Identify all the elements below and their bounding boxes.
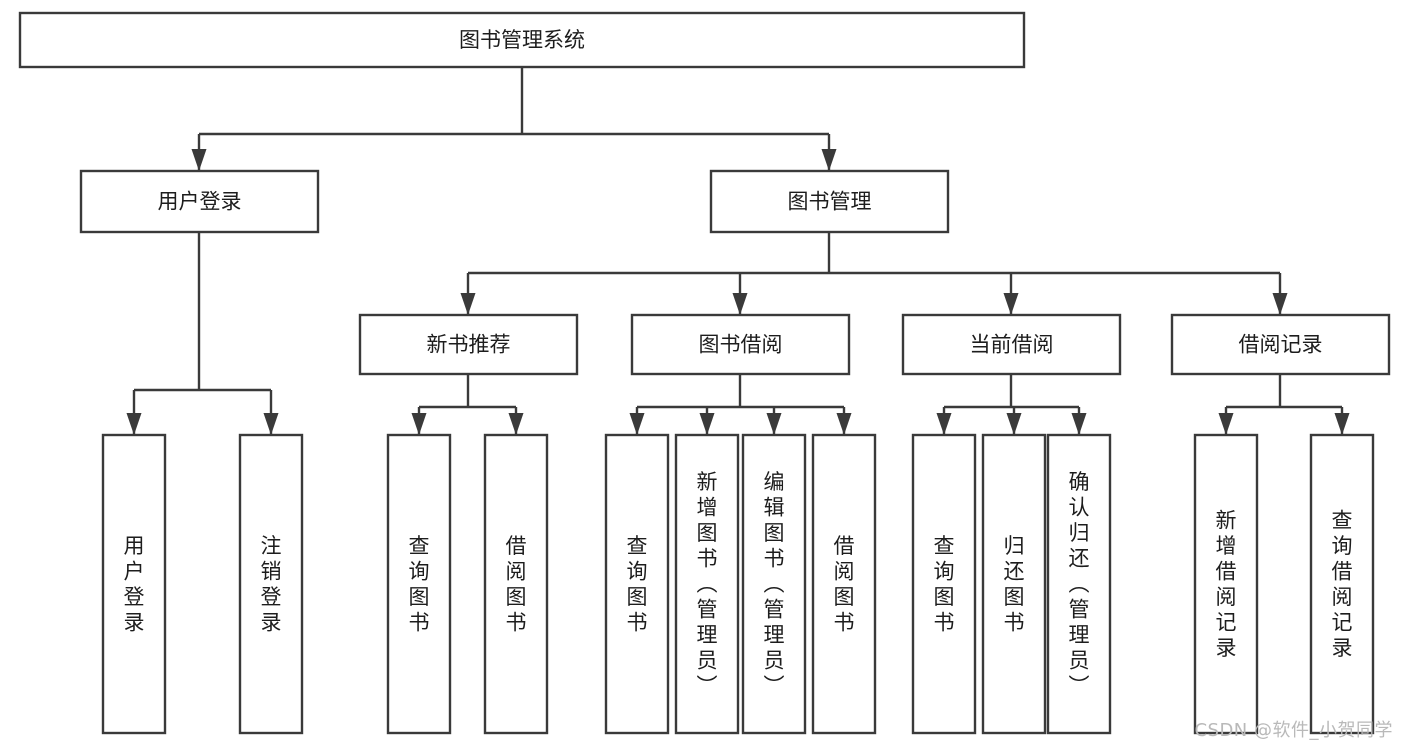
node-box[interactable]: [79, 169, 320, 234]
node-label: 当前借阅: [970, 333, 1054, 357]
arrow-head-icon: [821, 149, 837, 171]
arrow-head-icon: [1003, 293, 1019, 315]
node-label-vertical: 编辑图书︵管理员︶: [764, 470, 785, 698]
node-label: 图书借阅: [699, 333, 783, 357]
node-label: 用户登录: [158, 190, 242, 214]
arrow-head-icon: [936, 413, 952, 435]
arrow-head-icon: [1006, 413, 1022, 435]
arrow-head-icon: [1272, 293, 1288, 315]
node-label-vertical: 查询图书: [934, 534, 955, 635]
arrow-head-icon: [629, 413, 645, 435]
node-box[interactable]: [1309, 433, 1375, 735]
node-label-vertical: 借阅图书: [506, 534, 527, 635]
node-label: 借阅记录: [1239, 333, 1323, 357]
node-box[interactable]: [386, 433, 452, 735]
node-label-vertical: 新增图书︵管理员︶: [697, 470, 718, 698]
node-box[interactable]: [741, 433, 807, 735]
node-leaf-query-record[interactable]: 查询借阅记录: [1309, 433, 1375, 735]
arrow-head-icon: [1071, 413, 1087, 435]
node-box[interactable]: [901, 313, 1122, 376]
node-box[interactable]: [911, 433, 977, 735]
connector-currentborrow-to-leaves: [936, 374, 1087, 435]
node-user-login[interactable]: 用户登录: [79, 169, 320, 234]
arrow-head-icon: [460, 293, 476, 315]
node-label-vertical: 确认归还︵管理员︶: [1069, 470, 1090, 698]
arrow-head-icon: [126, 413, 142, 435]
arrow-head-icon: [191, 149, 207, 171]
nodes-layer: 图书管理系统用户登录图书管理新书推荐图书借阅当前借阅借阅记录用户登录注销登录查询…: [18, 11, 1391, 735]
node-new-book-rec[interactable]: 新书推荐: [358, 313, 579, 376]
node-current-borrow[interactable]: 当前借阅: [901, 313, 1122, 376]
node-label-vertical: 查询图书: [627, 534, 648, 635]
node-leaf-return-book[interactable]: 归还图书: [981, 433, 1047, 735]
arrow-head-icon: [1334, 413, 1350, 435]
arrow-head-icon: [411, 413, 427, 435]
node-label-vertical: 查询图书: [409, 534, 430, 635]
arrow-head-icon: [699, 413, 715, 435]
node-box[interactable]: [238, 433, 304, 735]
node-borrow-record[interactable]: 借阅记录: [1170, 313, 1391, 376]
node-box[interactable]: [18, 11, 1026, 69]
node-box[interactable]: [604, 433, 670, 735]
node-root[interactable]: 图书管理系统: [18, 11, 1026, 69]
connector-borrowrecord-to-leaves: [1218, 374, 1350, 435]
node-box[interactable]: [483, 433, 549, 735]
arrow-head-icon: [263, 413, 279, 435]
arrow-head-icon: [1218, 413, 1234, 435]
connector-userlogin-to-leaves: [126, 232, 279, 435]
node-box[interactable]: [674, 433, 740, 735]
node-book-manage[interactable]: 图书管理: [709, 169, 950, 234]
node-leaf-query-book-rec[interactable]: 查询图书: [386, 433, 452, 735]
node-label-vertical: 查询借阅记录: [1332, 508, 1353, 660]
node-label-vertical: 用户登录: [124, 534, 145, 635]
node-label-vertical: 归还图书: [1004, 534, 1025, 635]
node-box[interactable]: [101, 433, 167, 735]
node-leaf-borrow-book-rec[interactable]: 借阅图书: [483, 433, 549, 735]
node-leaf-borrow-book-bw[interactable]: 借阅图书: [811, 433, 877, 735]
node-leaf-confirm-return[interactable]: 确认归还︵管理员︶: [1046, 433, 1112, 735]
node-leaf-edit-book[interactable]: 编辑图书︵管理员︶: [741, 433, 807, 735]
connectors-layer: [126, 67, 1350, 435]
node-leaf-add-book[interactable]: 新增图书︵管理员︶: [674, 433, 740, 735]
arrow-head-icon: [836, 413, 852, 435]
node-leaf-query-book-cb[interactable]: 查询图书: [911, 433, 977, 735]
node-box[interactable]: [1193, 433, 1259, 735]
node-book-borrow[interactable]: 图书借阅: [630, 313, 851, 376]
node-label-vertical: 新增借阅记录: [1216, 508, 1237, 660]
node-label: 图书管理系统: [459, 28, 585, 52]
node-label: 图书管理: [788, 190, 872, 214]
connector-newbook-to-leaves: [411, 374, 524, 435]
node-label-vertical: 注销登录: [261, 534, 282, 635]
connector-bookborrow-to-leaves: [629, 374, 852, 435]
arrow-head-icon: [508, 413, 524, 435]
node-leaf-query-book-bw[interactable]: 查询图书: [604, 433, 670, 735]
connector-root-to-level1: [191, 67, 837, 171]
arrow-head-icon: [732, 293, 748, 315]
node-box[interactable]: [981, 433, 1047, 735]
node-leaf-user-login[interactable]: 用户登录: [101, 433, 167, 735]
node-box[interactable]: [358, 313, 579, 376]
node-label: 新书推荐: [427, 333, 511, 357]
node-box[interactable]: [1170, 313, 1391, 376]
node-label-vertical: 借阅图书: [834, 534, 855, 635]
node-leaf-logout[interactable]: 注销登录: [238, 433, 304, 735]
connector-bookmanage-to-level2: [460, 232, 1288, 315]
node-box[interactable]: [630, 313, 851, 376]
arrow-head-icon: [766, 413, 782, 435]
csdn-watermark: CSDN @软件_小贺同学: [1194, 720, 1393, 741]
node-box[interactable]: [709, 169, 950, 234]
node-box[interactable]: [1046, 433, 1112, 735]
node-leaf-add-record[interactable]: 新增借阅记录: [1193, 433, 1259, 735]
node-box[interactable]: [811, 433, 877, 735]
